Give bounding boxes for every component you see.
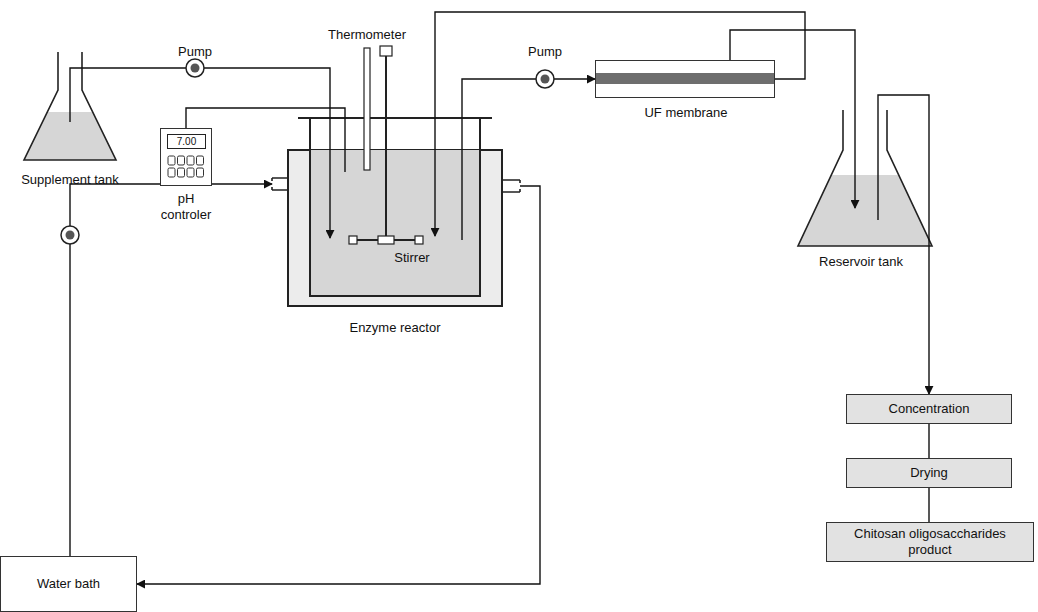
reservoir-tank: Reservoir tank: [788, 108, 934, 270]
jacket-outlet: [502, 180, 520, 192]
display-readout: 7.00: [167, 134, 206, 149]
stirrer-paddle: [349, 236, 357, 244]
flow-line: [137, 186, 540, 584]
process-box: Drying: [846, 458, 1012, 488]
node-label: Drying: [910, 465, 948, 481]
pump-label: Pump: [528, 44, 562, 60]
stirrer-paddle: [415, 236, 423, 244]
stirrer-motor: [380, 46, 392, 56]
stirrer-shaft: [385, 56, 387, 240]
pump-symbol: [61, 226, 79, 244]
thermometer-label: Thermometer: [328, 27, 406, 43]
flask-liquid: [798, 175, 932, 246]
node-label: Concentration: [889, 401, 970, 417]
stirrer-label: Stirrer: [394, 250, 429, 266]
flow-line: [435, 12, 805, 236]
node-label: Water bath: [37, 576, 100, 592]
stirrer-hub: [378, 236, 394, 244]
flow-line: [928, 424, 929, 458]
uf-membrane: UF membrane: [595, 60, 775, 98]
reactor-liquid: [311, 150, 479, 295]
node-label: Reservoir tank: [788, 254, 934, 270]
thermometer-symbol: [364, 48, 370, 170]
ph-controller: 7.00pH controler: [160, 128, 212, 186]
supplement-tank: Supplement tank: [12, 50, 128, 188]
pump-symbol: [536, 70, 554, 88]
membrane-band: [596, 73, 774, 84]
pump-symbol: [186, 59, 204, 77]
flow-line: [878, 95, 929, 394]
jacket-inlet: [272, 178, 288, 190]
flow-line: [70, 184, 272, 556]
flow-line: [928, 488, 929, 522]
node-label: Supplement tank: [8, 172, 132, 188]
node-label: pH controler: [153, 191, 219, 222]
reactor-jacket: [288, 150, 502, 306]
pump-label: Pump: [178, 44, 212, 60]
reactor-vessel: [310, 118, 480, 296]
node-label: UF membrane: [596, 105, 776, 121]
water-bath: Water bath: [0, 556, 137, 612]
flow-line: [462, 79, 595, 240]
node-label: Enzyme reactor: [288, 320, 502, 336]
process-box: Concentration: [846, 394, 1012, 424]
flask-outline: [798, 110, 932, 246]
reactor-lid: [298, 117, 492, 119]
node-label: Chitosan oligosaccharides product: [833, 526, 1027, 557]
jacket-water: [289, 150, 501, 305]
enzyme-reactor: Enzyme reactor: [288, 116, 502, 306]
keypad-symbol: [162, 153, 211, 181]
flow-line: [730, 30, 855, 208]
product-box: Chitosan oligosaccharides product: [826, 522, 1034, 562]
flow-line: [70, 68, 330, 238]
